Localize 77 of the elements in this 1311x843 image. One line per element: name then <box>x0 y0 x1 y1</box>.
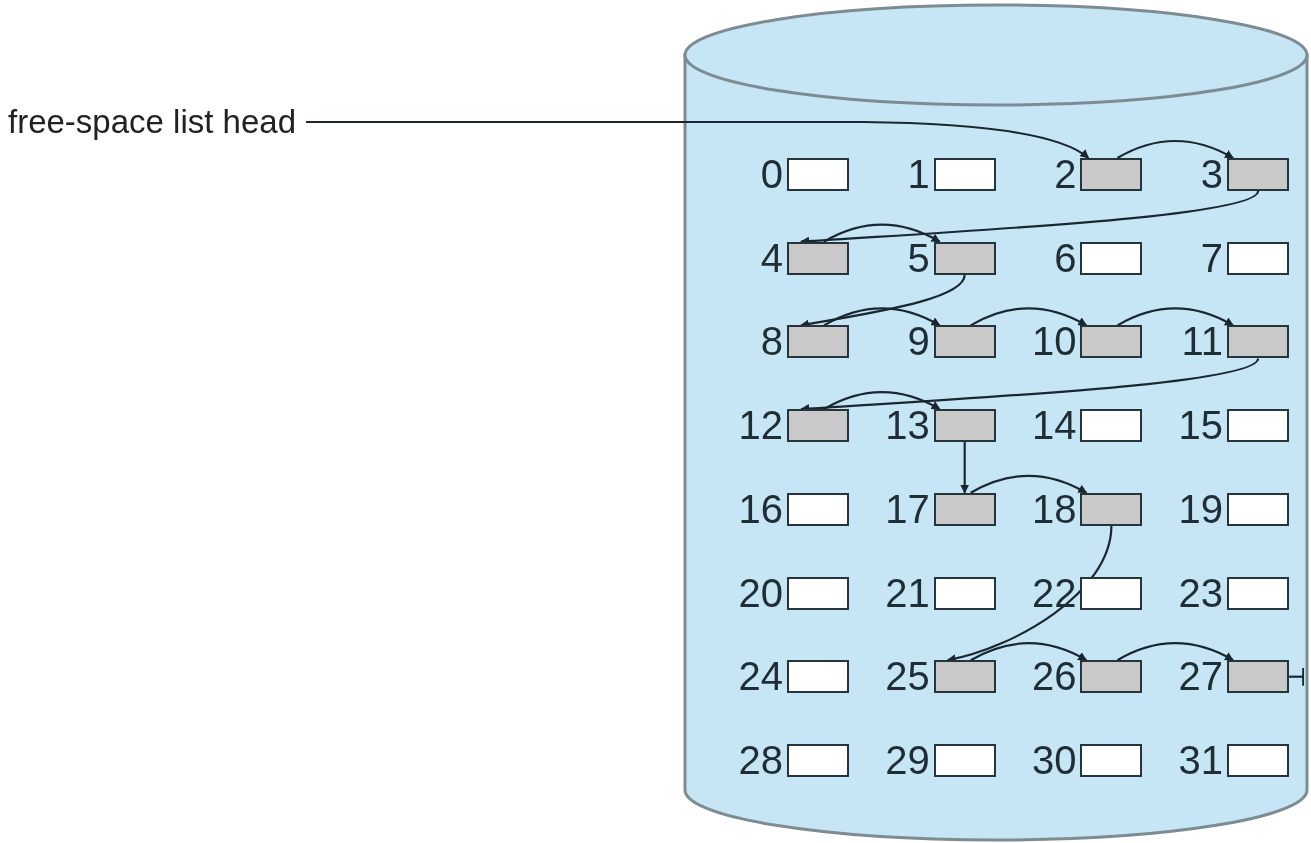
disk-block <box>1227 409 1290 443</box>
pointer-arrow <box>946 525 1113 663</box>
block-number: 26 <box>1031 656 1077 697</box>
block-number: 6 <box>1054 237 1077 278</box>
block-number: 17 <box>885 488 930 529</box>
block-number: 4 <box>760 237 783 278</box>
block-number: 30 <box>1031 739 1077 780</box>
block-number: 15 <box>1178 405 1224 446</box>
block-number: 16 <box>738 488 783 529</box>
disk-block <box>787 492 849 526</box>
disk-block <box>1227 492 1290 526</box>
block-number: 22 <box>1031 572 1077 613</box>
pointer-arrow <box>823 223 941 243</box>
block-number: 8 <box>760 321 783 362</box>
pointer-arrow <box>1116 307 1234 327</box>
block-number: 18 <box>1031 488 1077 529</box>
disk-block <box>1227 241 1290 275</box>
block-number: 12 <box>738 405 783 446</box>
block-number: 7 <box>1200 237 1224 278</box>
disk-block <box>933 660 996 694</box>
disk-block <box>787 241 849 275</box>
block-number: 1 <box>907 154 930 194</box>
pointer-arrow <box>823 307 941 327</box>
disk-block <box>1227 660 1290 694</box>
pointer-arrow <box>1116 139 1234 159</box>
block-number: 21 <box>885 572 930 613</box>
pointer-arrow <box>823 391 941 411</box>
block-number: 0 <box>760 154 783 194</box>
block-number: 2 <box>1054 154 1077 194</box>
disk-block <box>1080 241 1143 275</box>
block-number: 29 <box>885 739 930 780</box>
disk-block <box>787 576 849 610</box>
disk-block <box>933 409 996 443</box>
disk-block <box>787 409 849 443</box>
pointer-arrow <box>970 474 1088 494</box>
pointer-arrow <box>970 642 1088 662</box>
pointer-arrow <box>306 120 1090 159</box>
pointer-arrow <box>960 442 970 494</box>
block-number: 9 <box>907 321 930 362</box>
disk-block <box>933 743 996 777</box>
block-number: 24 <box>738 656 783 697</box>
disk-block <box>787 325 849 359</box>
disk-block <box>1080 576 1143 610</box>
disk-block <box>1080 743 1143 777</box>
disk-block <box>787 743 849 777</box>
pointer-arrow <box>1116 642 1234 662</box>
block-number: 13 <box>885 405 930 446</box>
disk-block <box>1080 409 1143 443</box>
disk-block <box>787 660 849 694</box>
block-number: 19 <box>1178 488 1224 529</box>
block-number: 14 <box>1031 405 1077 446</box>
block-number: 25 <box>885 656 930 697</box>
block-number: 11 <box>1181 321 1224 362</box>
disk-block <box>1080 158 1143 191</box>
disk-block <box>1227 576 1290 610</box>
block-number: 23 <box>1178 572 1224 613</box>
block-number: 31 <box>1178 739 1224 780</box>
disk-block <box>1227 158 1290 191</box>
disk-block <box>1227 325 1290 359</box>
block-number: 10 <box>1031 321 1077 362</box>
block-number: 27 <box>1178 656 1224 697</box>
disk-block <box>933 576 996 610</box>
list-head-label: free-space list head <box>8 102 296 142</box>
disk-block <box>933 241 996 275</box>
disk-block <box>787 158 849 191</box>
block-number: 28 <box>738 739 783 780</box>
disk-block <box>933 158 996 191</box>
block-number: 5 <box>907 237 930 278</box>
block-number: 3 <box>1200 154 1224 194</box>
disk-block <box>1080 660 1143 694</box>
pointer-arrow <box>970 307 1088 327</box>
disk-block <box>1227 743 1290 777</box>
disk-block <box>1080 325 1143 359</box>
disk-block <box>1080 492 1143 526</box>
block-number: 20 <box>738 572 783 613</box>
disk-block <box>933 492 996 526</box>
disk-block <box>933 325 996 359</box>
